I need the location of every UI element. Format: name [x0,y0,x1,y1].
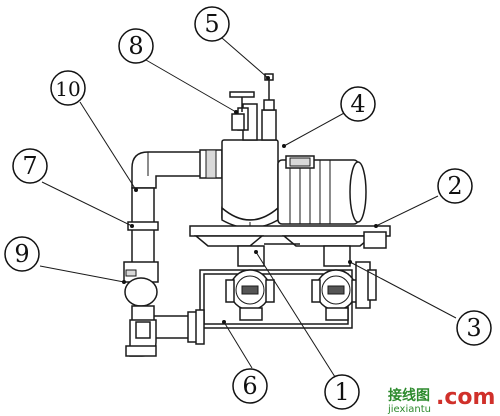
callout-4: 4 [340,86,376,122]
leader-8 [145,59,237,113]
outlet-pipe [149,309,205,345]
callout-9: 9 [4,236,40,272]
callout-6-text: 6 [242,372,257,400]
leader-dot-5 [266,76,270,80]
callout-1: 1 [324,374,360,410]
leader-dot-8 [234,110,238,114]
callout-3-text: 3 [466,314,481,342]
separator-vessel [221,139,279,236]
callout-6: 6 [232,368,268,404]
leader-dot-7 [130,224,134,228]
watermark-url: jiexiantu [387,404,431,415]
leader-4 [283,111,347,147]
callout-10-text: 10 [55,77,80,101]
callout-8-text: 8 [128,32,143,60]
leader-dot-6 [222,320,226,324]
pump-right [311,245,361,321]
left-pipe-assembly [123,149,223,357]
callout-9-text: 9 [14,240,29,268]
callout-1-text: 1 [334,378,349,406]
callout-7: 7 [12,148,48,184]
callout-5-text: 5 [204,10,219,38]
leader-3 [349,261,457,319]
leader-9 [39,265,125,283]
callouts: 1 2 3 4 5 6 7 8 [4,6,492,410]
leader-1 [255,251,343,389]
leader-10 [79,101,137,191]
callout-7-text: 7 [22,152,37,180]
watermark-cn: 接线图 [388,387,430,404]
callout-3: 3 [456,310,492,346]
motor [277,155,367,225]
leader-7 [41,181,133,227]
leader-dot-3 [348,260,352,264]
base-frame [189,225,391,249]
leader-dot-2 [374,224,378,228]
leader-dot-4 [282,144,286,148]
leader-lines [39,37,457,389]
leader-5 [221,37,269,79]
callout-5: 5 [194,6,230,42]
callout-2: 2 [437,168,473,204]
leader-2 [375,195,439,227]
pump-left [225,245,275,321]
callout-8: 8 [118,28,154,64]
leader-dot-1 [254,250,258,254]
leader-6 [223,321,253,369]
watermark: 接线图 .com jiexiantu [387,385,495,415]
top-valve-assembly [229,73,277,141]
callout-10: 10 [50,70,86,106]
watermark-com: .com [436,385,495,410]
right-side-valve [355,261,377,309]
callout-4-text: 4 [350,90,365,118]
callout-2-text: 2 [447,172,462,200]
leader-dot-9 [122,280,126,284]
leader-dot-10 [134,188,138,192]
